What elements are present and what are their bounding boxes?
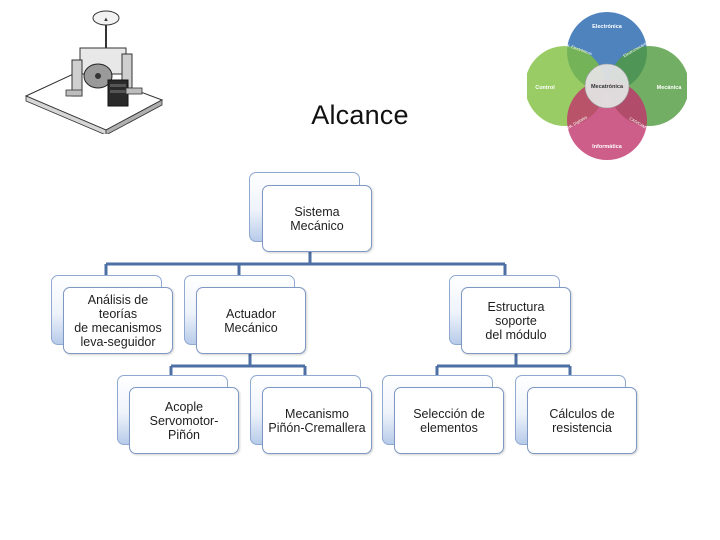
node-acople-servomotor: Acople Servomotor-Piñón bbox=[129, 387, 239, 454]
node-analisis-teorias: Análisis de teorías de mecanismos leva-s… bbox=[63, 287, 173, 354]
node-mecanismo-line2: Piñón-Cremallera bbox=[268, 420, 366, 435]
venn-circle-informatica bbox=[567, 80, 647, 160]
node-calculos-resistencia: Cálculos de resistencia bbox=[527, 387, 637, 454]
node-actuador-line2: Mecánico bbox=[224, 320, 278, 335]
venn-label-right: Mecánica bbox=[657, 85, 683, 91]
node-acople-line2: Servomotor-Piñón bbox=[149, 413, 219, 442]
mechatronics-venn-diagram: Electrónica Control Mecánica Informática… bbox=[527, 12, 687, 160]
venn-label-top: Electrónica bbox=[592, 24, 623, 30]
node-seleccion-elementos: Selección de elementos bbox=[394, 387, 504, 454]
node-seleccion-line2: elementos bbox=[420, 420, 478, 435]
node-actuador-line1: Actuador bbox=[225, 306, 277, 321]
node-sistema-mecanico-line1: Sistema Mecánico bbox=[290, 204, 344, 233]
node-mecanismo-pinon: Mecanismo Piñón-Cremallera bbox=[262, 387, 372, 454]
svg-text:▲: ▲ bbox=[103, 17, 109, 23]
node-mecanismo-line1: Mecanismo bbox=[285, 406, 349, 421]
node-calculos-line2: resistencia bbox=[552, 420, 612, 435]
node-seleccion-line1: Selección de bbox=[413, 406, 485, 421]
venn-circle-center bbox=[584, 63, 630, 109]
venn-label-center: Mecatrónica bbox=[591, 84, 624, 90]
node-calculos-line1: Cálculos de bbox=[549, 406, 615, 421]
venn-label-left: Control bbox=[535, 85, 555, 91]
venn-label-bottom: Informática bbox=[592, 144, 623, 150]
node-estructura-line1: Estructura soporte bbox=[487, 299, 545, 328]
node-analisis-line1: Análisis de teorías bbox=[87, 292, 149, 321]
node-analisis-line2: de mecanismos bbox=[74, 320, 162, 335]
mechanism-illustration: ▲ bbox=[24, 10, 164, 134]
node-estructura-soporte: Estructura soporte del módulo bbox=[461, 287, 571, 354]
node-actuador-mecanico: Actuador Mecánico bbox=[196, 287, 306, 354]
node-sistema-mecanico: Sistema Mecánico bbox=[262, 185, 372, 252]
node-analisis-line3: leva-seguidor bbox=[80, 334, 156, 349]
node-acople-line1: Acople bbox=[164, 399, 204, 414]
node-estructura-line2: del módulo bbox=[485, 327, 547, 342]
slide-title: Alcance bbox=[311, 100, 409, 130]
